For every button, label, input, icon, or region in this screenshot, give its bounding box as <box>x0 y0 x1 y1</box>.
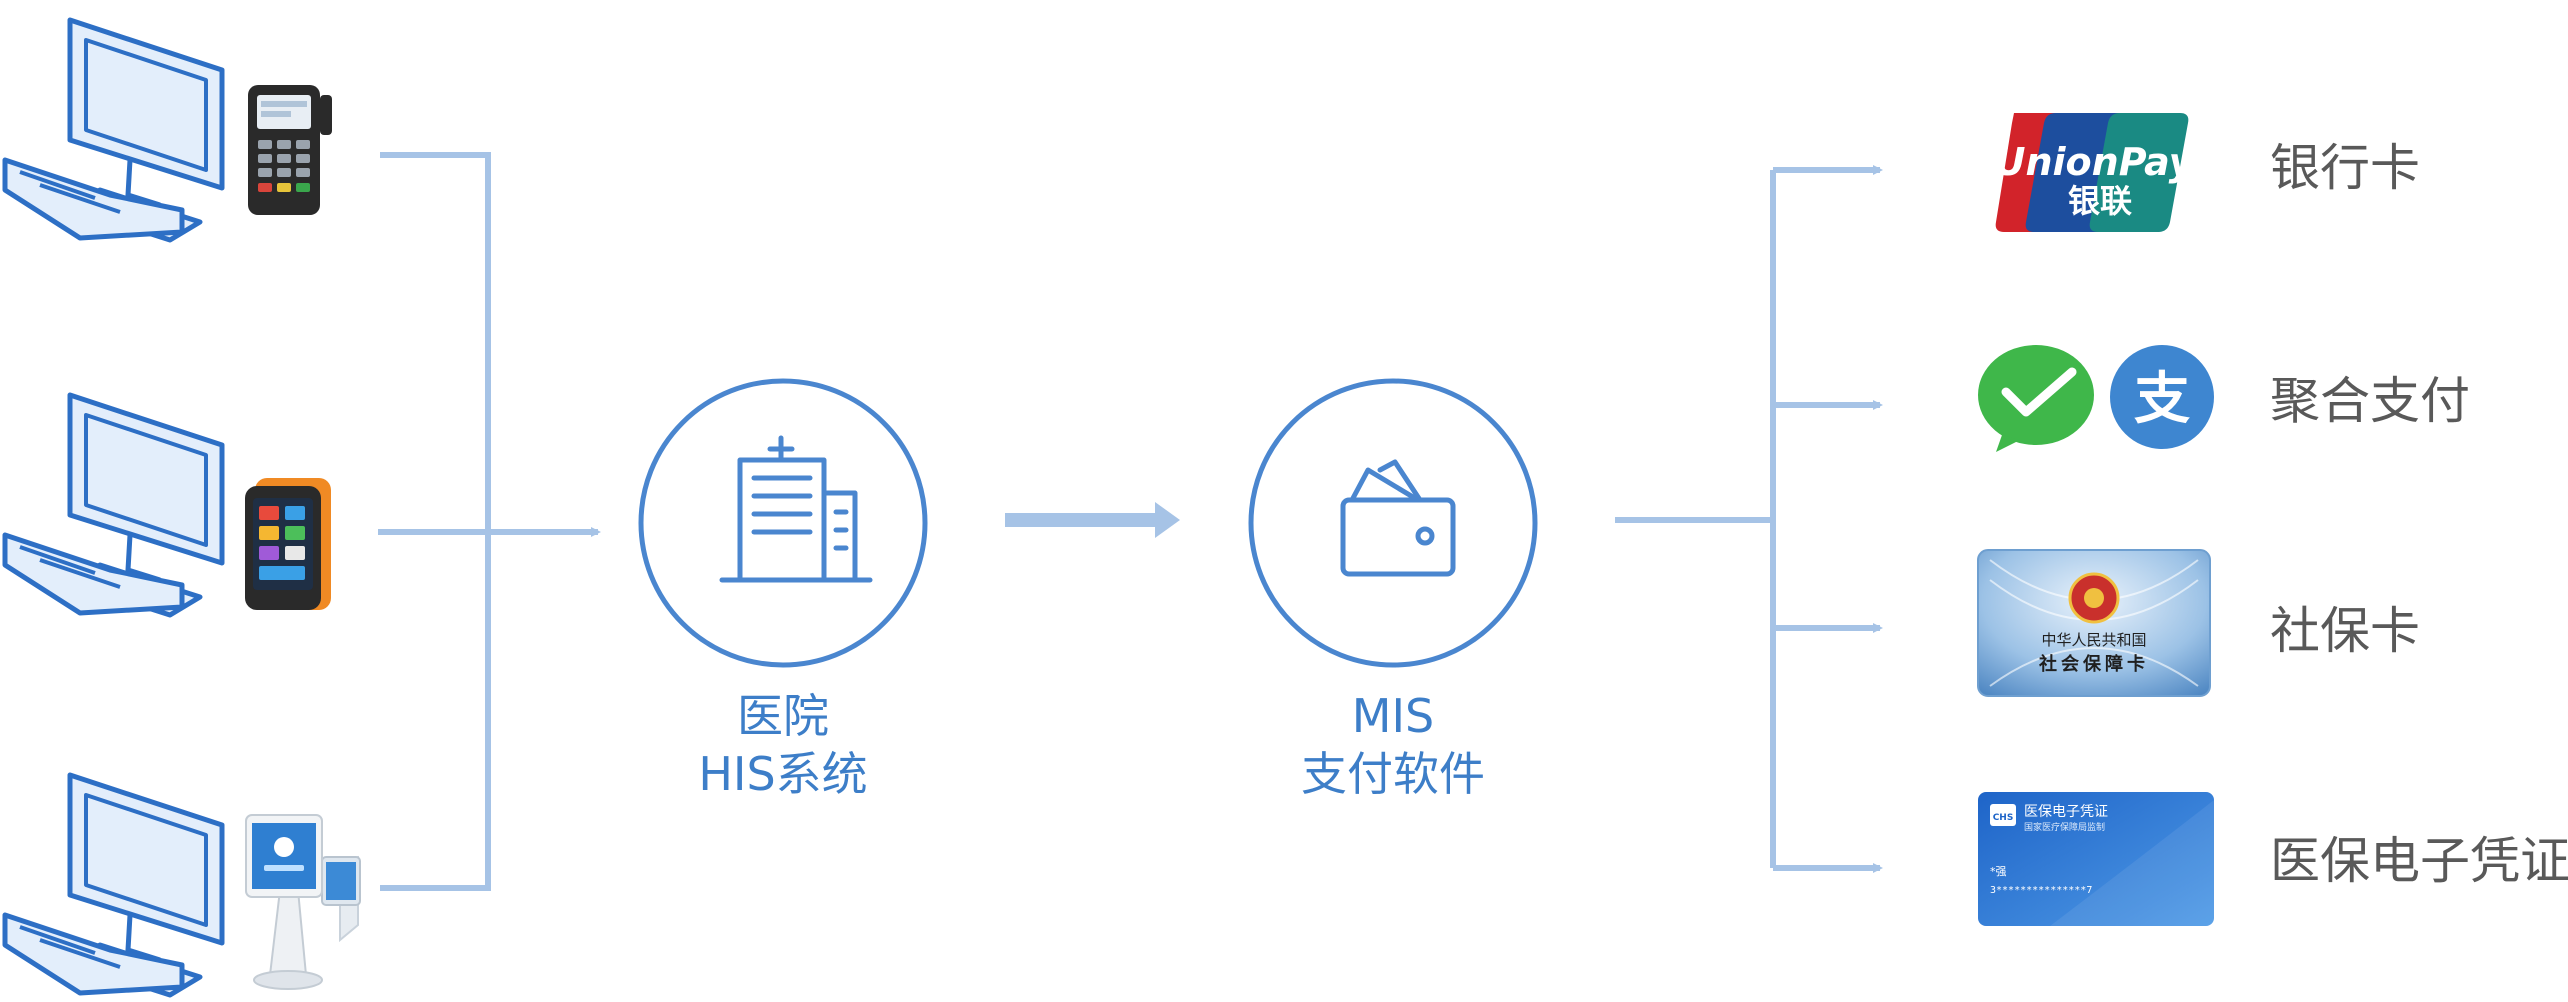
wallet-icon <box>1340 459 1456 577</box>
hospital-label-line2: HIS系统 <box>698 747 867 801</box>
unionpay-en-text: UnionPay <box>1995 140 2196 184</box>
handheld-pos-icon <box>248 85 332 215</box>
self-service-kiosk-icon <box>245 814 361 990</box>
desktop-computer-icon <box>2 772 225 998</box>
mis-payment-node: MIS 支付软件 <box>1248 378 1538 801</box>
hospital-his-node: 医院 HIS系统 <box>638 378 928 801</box>
ecard-subtitle: 国家医疗保障局监制 <box>2024 821 2105 833</box>
social-card-issuer: 中华人民共和国 <box>2041 631 2146 649</box>
unionpay-logo-icon: UnionPay 银联 <box>1995 113 2196 232</box>
medical-insurance-ecard-icon: CHS 医保电子凭证 国家医疗保障局监制 *强 3***************… <box>1978 792 2214 926</box>
mis-label-line1: MIS <box>1352 689 1434 743</box>
payment-label-medical-ecard: 医保电子凭证 <box>2270 832 2568 890</box>
payment-label-bank-card: 银行卡 <box>2270 139 2420 197</box>
terminal-computer-pos-2 <box>2 392 331 618</box>
mis-label-line2: 支付软件 <box>1301 747 1485 801</box>
terminal-computer-pos-1 <box>2 17 332 243</box>
his-to-mis-arrow <box>1005 502 1180 538</box>
wechat-alipay-icon: 支 <box>1978 345 2214 452</box>
alipay-glyph: 支 <box>2134 367 2190 432</box>
left-connector <box>378 152 601 891</box>
terminal-computer-kiosk <box>2 772 361 998</box>
right-connector <box>1615 165 1883 873</box>
hospital-building-icon <box>719 435 873 583</box>
ecard-holder-name: *强 <box>1990 865 2007 878</box>
alipay-icon: 支 <box>2110 345 2214 449</box>
desktop-computer-icon <box>2 392 225 618</box>
hospital-label-line1: 医院 <box>737 689 829 743</box>
payment-label-aggregate-pay: 聚合支付 <box>2270 372 2470 430</box>
ecard-badge: CHS <box>1993 813 2014 823</box>
ecard-number: 3***************7 <box>1990 885 2092 896</box>
desktop-computer-icon <box>2 17 225 243</box>
smart-pos-icon <box>245 478 331 610</box>
social-security-card-icon: 中华人民共和国 社会保障卡 <box>1977 549 2211 697</box>
payment-label-social-card: 社保卡 <box>2270 602 2420 660</box>
ecard-title: 医保电子凭证 <box>2024 804 2108 820</box>
social-card-title: 社会保障卡 <box>2039 653 2149 675</box>
wechat-pay-icon <box>1978 345 2094 452</box>
unionpay-cn-text: 银联 <box>2068 182 2132 220</box>
